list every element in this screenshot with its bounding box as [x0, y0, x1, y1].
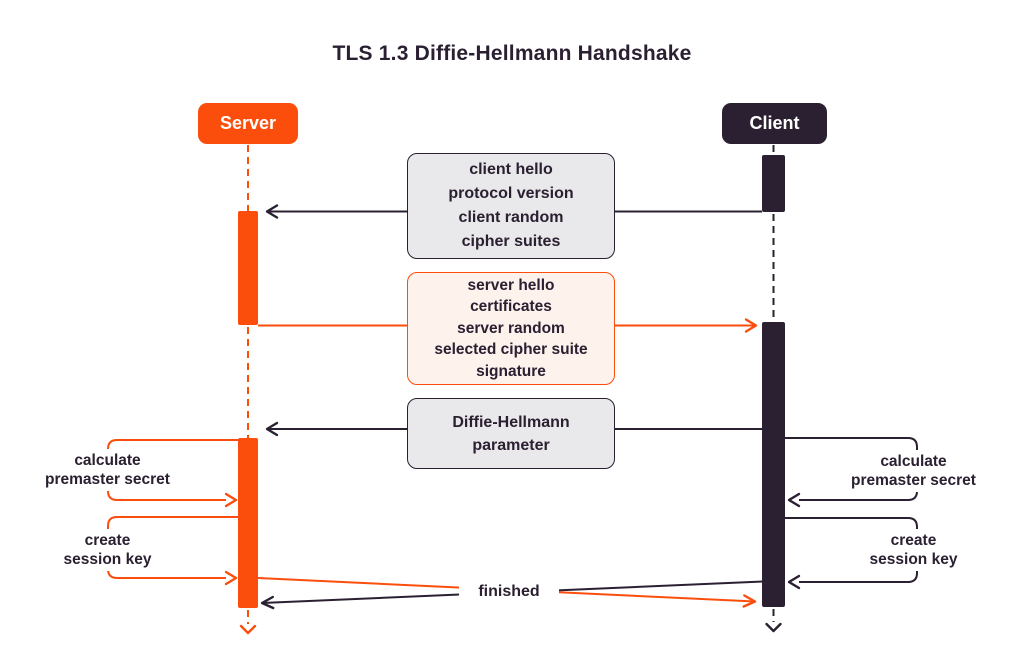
message-box-server-hello: server hello certificates server random … [407, 272, 615, 385]
arrow-left-icon [260, 595, 275, 610]
server-activation-bars [238, 211, 258, 608]
arrow-right-icon [742, 594, 757, 608]
label-line: premaster secret [851, 472, 976, 489]
label-line: calculate [880, 453, 947, 470]
server-calc-premaster-label: calculate premaster secret [17, 449, 198, 491]
message-line: Diffie-Hellmann [452, 413, 570, 431]
label-line: create [84, 532, 131, 549]
message-line: server hello [467, 276, 555, 294]
message-line: certificates [470, 298, 552, 316]
client-lifeline [765, 145, 782, 633]
message-line: selected cipher suite [434, 341, 588, 359]
server-session-key-label: create session key [17, 529, 198, 571]
label-line: session key [63, 551, 152, 568]
client-lifeline-end-arrow-icon [765, 622, 782, 633]
diagram-title: TLS 1.3 Diffie-Hellmann Handshake [332, 42, 692, 65]
message-line: server random [457, 319, 565, 337]
label-line: session key [869, 551, 958, 568]
server-lifeline-end-arrow-icon [239, 624, 257, 635]
label-line: create [890, 532, 937, 549]
message-line: client hello [469, 161, 553, 178]
actor-server-label: Server [219, 113, 277, 133]
message-line: client random [458, 209, 564, 226]
actor-server: Server [198, 103, 298, 144]
arrow-left-icon [787, 574, 801, 590]
arrow-left-icon [787, 492, 801, 508]
message-line: signature [476, 362, 546, 380]
client-activation-bars [762, 155, 785, 607]
arrow-left-icon [265, 421, 279, 437]
arrow-right-icon [744, 318, 758, 333]
arrow-right-icon [224, 570, 238, 586]
label-line: calculate [74, 452, 141, 469]
message-line: parameter [472, 436, 550, 454]
label-line: premaster secret [45, 471, 170, 488]
actor-client-label: Client [749, 113, 800, 133]
message-line: cipher suites [461, 233, 561, 250]
server-lifeline [239, 145, 257, 635]
message-box-dh-parameter: Diffie-Hellmann parameter [407, 398, 615, 469]
client-session-key-label: create session key [823, 529, 1004, 571]
finished-label: finished [459, 580, 559, 604]
arrow-left-icon [265, 204, 279, 219]
arrow-right-icon [224, 492, 238, 508]
actor-client: Client [722, 103, 827, 144]
client-calc-premaster-label: calculate premaster secret [823, 450, 1004, 492]
message-box-client-hello: client hello protocol version client ran… [407, 153, 615, 259]
message-line: protocol version [448, 185, 574, 202]
